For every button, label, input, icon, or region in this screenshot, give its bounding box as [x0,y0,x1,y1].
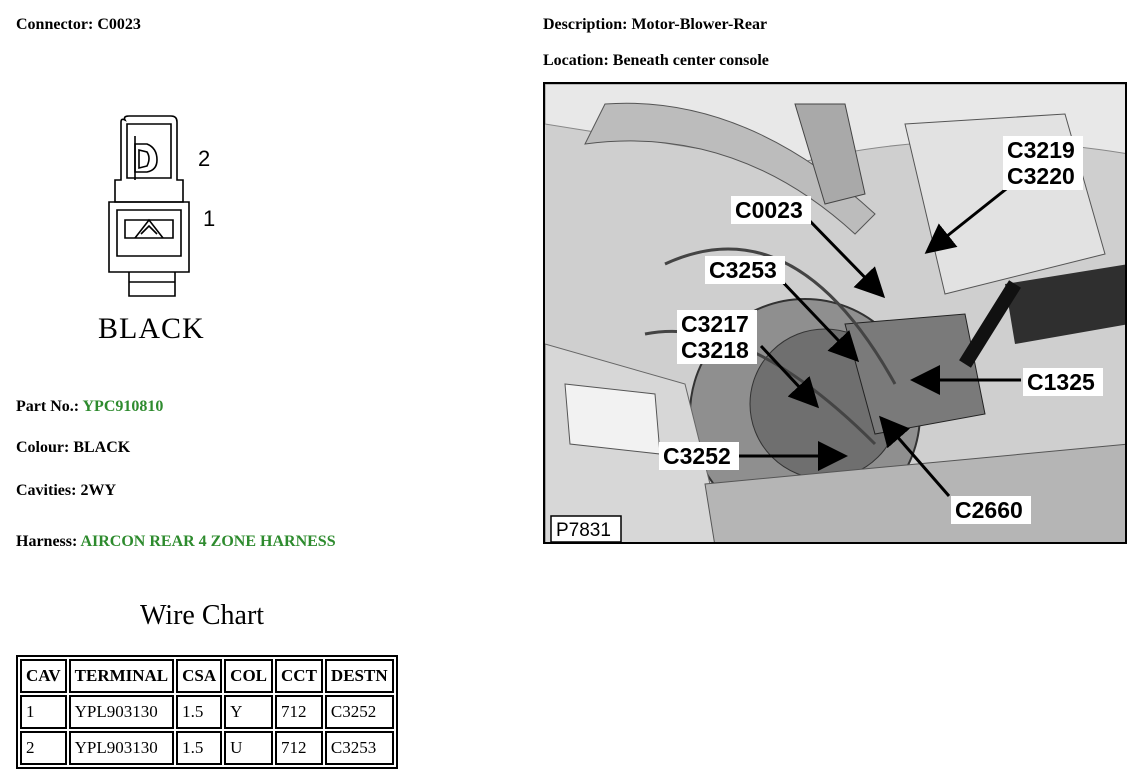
harness-label: Harness: [16,533,78,550]
colour-label: Colour: [16,439,70,456]
colour-line: Colour: BLACK [16,439,130,457]
location-label: Location: [543,52,609,69]
connector-label: Connector: [16,16,94,33]
pin-label-1: 1 [203,206,216,231]
location-line: Location: Beneath center console [543,52,769,70]
location-illustration: C3219 C3220 C0023 C3253 C3217 C3218 C132… [543,82,1127,544]
header-terminal: TERMINAL [68,659,175,693]
cell-destn: C3252 [324,695,394,729]
callout-c3253: C3253 [709,257,777,283]
description-label: Description: [543,16,628,33]
part-number-label: Part No.: [16,398,80,415]
connector-colour-caption: BLACK [98,312,205,345]
location-value: Beneath center console [612,52,769,69]
cell-cav: 1 [20,695,67,729]
part-number-link[interactable]: YPC910810 [82,398,164,415]
connector-heading: Connector: C0023 [16,16,141,34]
header-cav: CAV [20,659,67,693]
callout-c2660: C2660 [955,497,1023,523]
location-illustration-svg: C3219 C3220 C0023 C3253 C3217 C3218 C132… [545,84,1125,542]
description-line: Description: Motor-Blower-Rear [543,16,767,34]
cell-col: Y [224,695,274,729]
table-row: 1 YPL903130 1.5 Y 712 C3252 [20,695,394,729]
callout-c0023: C0023 [735,197,803,223]
header-destn: DESTN [324,659,394,693]
callout-c3220: C3220 [1007,163,1075,189]
callout-c3219: C3219 [1007,137,1075,163]
harness-line: Harness: AIRCON REAR 4 ZONE HARNESS [16,533,336,551]
cavities-line: Cavities: 2WY [16,482,116,500]
cell-csa: 1.5 [176,731,223,765]
pin-label-2: 2 [198,146,211,171]
cell-col: U [224,731,274,765]
callout-c3218: C3218 [681,337,749,363]
table-row: 2 YPL903130 1.5 U 712 C3253 [20,731,394,765]
wire-chart-title: Wire Chart [140,600,265,631]
callout-c1325: C1325 [1027,369,1095,395]
harness-link[interactable]: AIRCON REAR 4 ZONE HARNESS [80,533,336,550]
header-csa: CSA [176,659,223,693]
wire-chart-table: CAV TERMINAL CSA COL CCT DESTN 1 YPL9031… [16,655,398,769]
cell-cct: 712 [275,731,323,765]
cavities-value: 2WY [80,482,116,499]
header-col: COL [224,659,274,693]
header-cct: CCT [275,659,323,693]
cell-cct: 712 [275,695,323,729]
callout-c3217: C3217 [681,311,749,337]
cell-csa: 1.5 [176,695,223,729]
cell-terminal: YPL903130 [68,731,175,765]
connector-id: C0023 [97,16,141,33]
part-number-line: Part No.: YPC910810 [16,398,163,416]
connector-face-drawing [108,115,190,297]
callout-c3252: C3252 [663,443,731,469]
cell-destn: C3253 [324,731,394,765]
cell-terminal: YPL903130 [68,695,175,729]
colour-value: BLACK [73,439,131,456]
description-value: Motor-Blower-Rear [631,16,768,33]
cell-cav: 2 [20,731,67,765]
wire-chart-header-row: CAV TERMINAL CSA COL CCT DESTN [20,659,394,693]
cavities-label: Cavities: [16,482,77,499]
figure-id: P7831 [556,520,611,541]
